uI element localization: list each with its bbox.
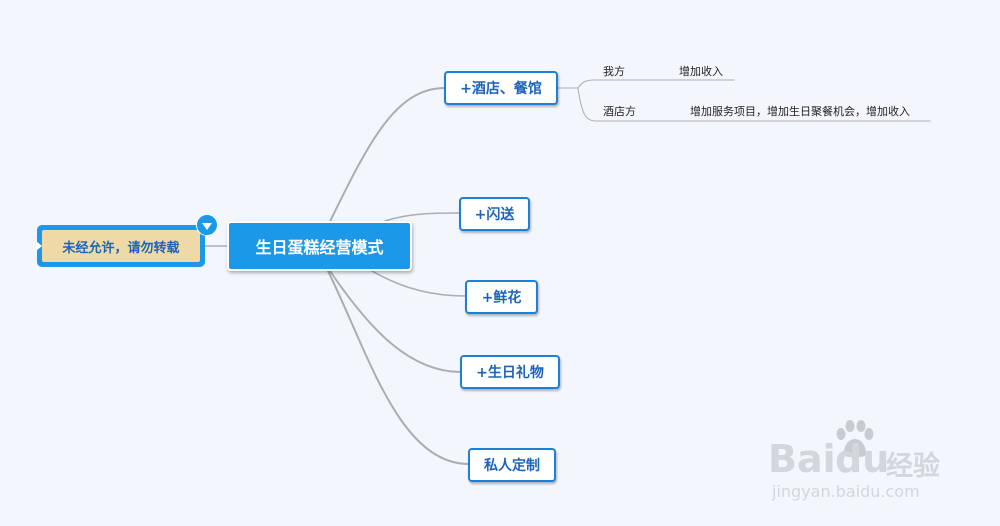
central-topic[interactable]: 生日蛋糕经营模式	[227, 221, 412, 271]
note-callout[interactable]: 未经允许，请勿转载	[36, 225, 205, 267]
connector-custom	[319, 254, 470, 465]
connector-hotel-details	[557, 79, 931, 122]
central-topic-label: 生日蛋糕经营模式	[255, 238, 384, 257]
branch-custom-order[interactable]: 私人定制	[468, 448, 556, 482]
branch-label: +闪送	[474, 207, 515, 223]
watermark-brand-cn: 经验	[886, 451, 940, 482]
branch-flash-delivery[interactable]: +闪送	[459, 197, 530, 231]
branch-label: 私人定制	[484, 458, 540, 474]
branch-label: +生日礼物	[476, 365, 544, 381]
branch-flowers[interactable]: +鲜花	[465, 280, 538, 314]
note-text: 未经允许，请勿转载	[62, 240, 180, 256]
branch-hotel-restaurant[interactable]: +酒店、餐馆	[444, 71, 558, 105]
connector-gift	[329, 270, 462, 373]
paw-logo-icon	[836, 420, 874, 457]
branch-birthday-gift[interactable]: +生日礼物	[460, 355, 560, 389]
branch-label: +鲜花	[481, 290, 522, 306]
connector-flower	[371, 270, 467, 297]
watermark-brand-right: du	[835, 437, 890, 481]
detail-party-ours[interactable]: 我方	[603, 65, 625, 78]
chevron-down-icon	[202, 222, 212, 230]
detail-party-hotel[interactable]: 酒店方	[603, 105, 636, 118]
branch-label: +酒店、餐馆	[460, 81, 542, 97]
note-flag-icon	[36, 241, 42, 251]
watermark-brand-left: Bai	[768, 437, 836, 481]
detail-benefit-ours[interactable]: 增加收入	[679, 65, 723, 78]
connector-hotel	[317, 87, 446, 247]
collapse-toggle-icon[interactable]	[196, 214, 218, 236]
watermark-url: jingyan.baidu.com	[772, 482, 920, 501]
note-body: 未经允许，请勿转载	[42, 230, 200, 262]
connector-flash	[384, 212, 461, 222]
detail-benefit-hotel[interactable]: 增加服务项目，增加生日聚餐机会，增加收入	[690, 105, 910, 118]
